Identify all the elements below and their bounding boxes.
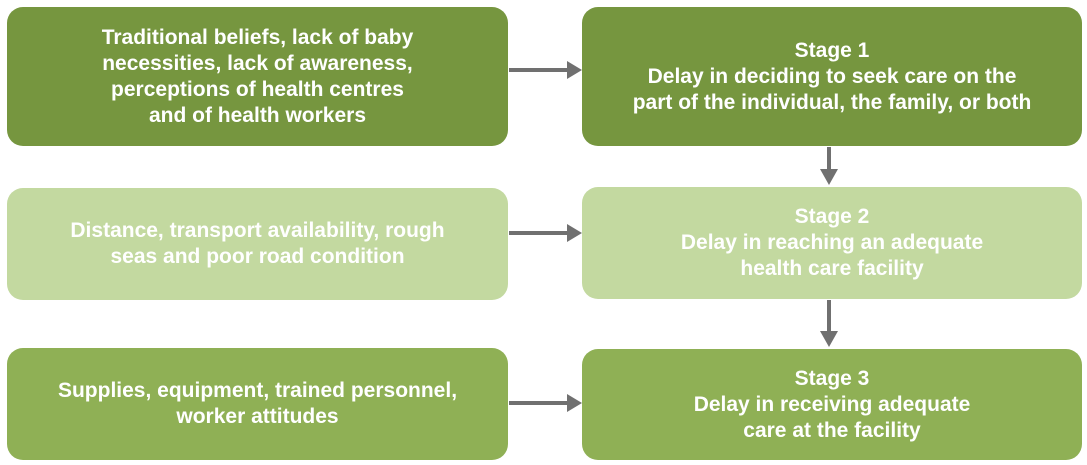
cause-box-3: Supplies, equipment, trained personnel, … bbox=[7, 348, 508, 460]
cause-2-line-1: Distance, transport availability, rough bbox=[70, 219, 445, 242]
arrow-cause-3-to-stage-3 bbox=[509, 394, 582, 412]
stage-2-line-1: Delay in reaching an adequate bbox=[680, 231, 984, 254]
stage-3-title: Stage 3 bbox=[794, 366, 870, 390]
stage-1-title: Stage 1 bbox=[794, 38, 870, 62]
cause-1-line-3: perceptions of health centres bbox=[111, 77, 404, 101]
cause-box-1: Traditional beliefs, lack of baby necess… bbox=[7, 7, 508, 146]
cause-1-line-4: and of health workers bbox=[148, 103, 367, 127]
cause-2-line-2: seas and poor road condition bbox=[110, 245, 405, 268]
stage-box-2: Stage 2 Delay in reaching an adequate he… bbox=[582, 187, 1082, 299]
cause-1-line-2: necessities, lack of awareness, bbox=[102, 51, 413, 75]
stage-2-title: Stage 2 bbox=[794, 205, 870, 228]
cause-1-line-1: Traditional beliefs, lack of baby bbox=[101, 25, 414, 49]
arrow-cause-2-to-stage-2 bbox=[509, 224, 582, 242]
stage-1-line-1: Delay in deciding to seek care on the bbox=[647, 64, 1017, 88]
cause-3-line-1: Supplies, equipment, trained personnel, bbox=[57, 379, 458, 402]
arrow-stage-2-to-stage-3 bbox=[820, 300, 838, 347]
cause-3-line-2: worker attitudes bbox=[176, 405, 339, 428]
stage-1-line-2: part of the individual, the family, or b… bbox=[632, 90, 1032, 114]
stage-3-line-2: care at the facility bbox=[743, 418, 921, 442]
arrow-stage-1-to-stage-2 bbox=[820, 147, 838, 185]
arrow-cause-1-to-stage-1 bbox=[509, 61, 582, 79]
stage-box-3: Stage 3 Delay in receiving adequate care… bbox=[582, 349, 1082, 460]
stage-box-1: Stage 1 Delay in deciding to seek care o… bbox=[582, 7, 1082, 146]
cause-box-2: Distance, transport availability, rough … bbox=[7, 188, 508, 300]
stage-2-line-2: health care facility bbox=[740, 257, 924, 280]
stage-3-line-1: Delay in receiving adequate bbox=[693, 392, 971, 416]
